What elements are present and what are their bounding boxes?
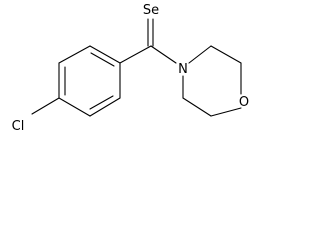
- atom-label-nitrogen: N: [178, 62, 188, 77]
- chemical-structure-diagram: Se N O Cl: [12, 3, 249, 134]
- bonds: [31, 18, 242, 117]
- atom-label-chlorine: Cl: [12, 119, 25, 134]
- benzene-inner-bond-1: [90, 52, 115, 67]
- bond-ring-cl: [31, 97, 60, 115]
- atom-label-selenium: Se: [143, 3, 159, 18]
- benzene-bond-1: [89, 45, 121, 64]
- atom-labels: Se N O Cl: [12, 3, 249, 134]
- benzene-bond-2: [58, 45, 91, 64]
- bond-c-n: [150, 45, 177, 64]
- atom-label-oxygen: O: [239, 95, 249, 110]
- bond-c-ring: [119, 45, 152, 64]
- benzene-bond-4: [58, 97, 91, 117]
- morpholine-bond-c3-c4: [182, 97, 212, 117]
- morpholine-bond-n-c1: [188, 45, 212, 64]
- benzene-inner-bond-3: [89, 95, 114, 110]
- morpholine-bond-o-c3: [210, 107, 242, 117]
- morpholine-bond-c1-c2: [210, 45, 242, 64]
- benzene-bond-5: [89, 97, 121, 117]
